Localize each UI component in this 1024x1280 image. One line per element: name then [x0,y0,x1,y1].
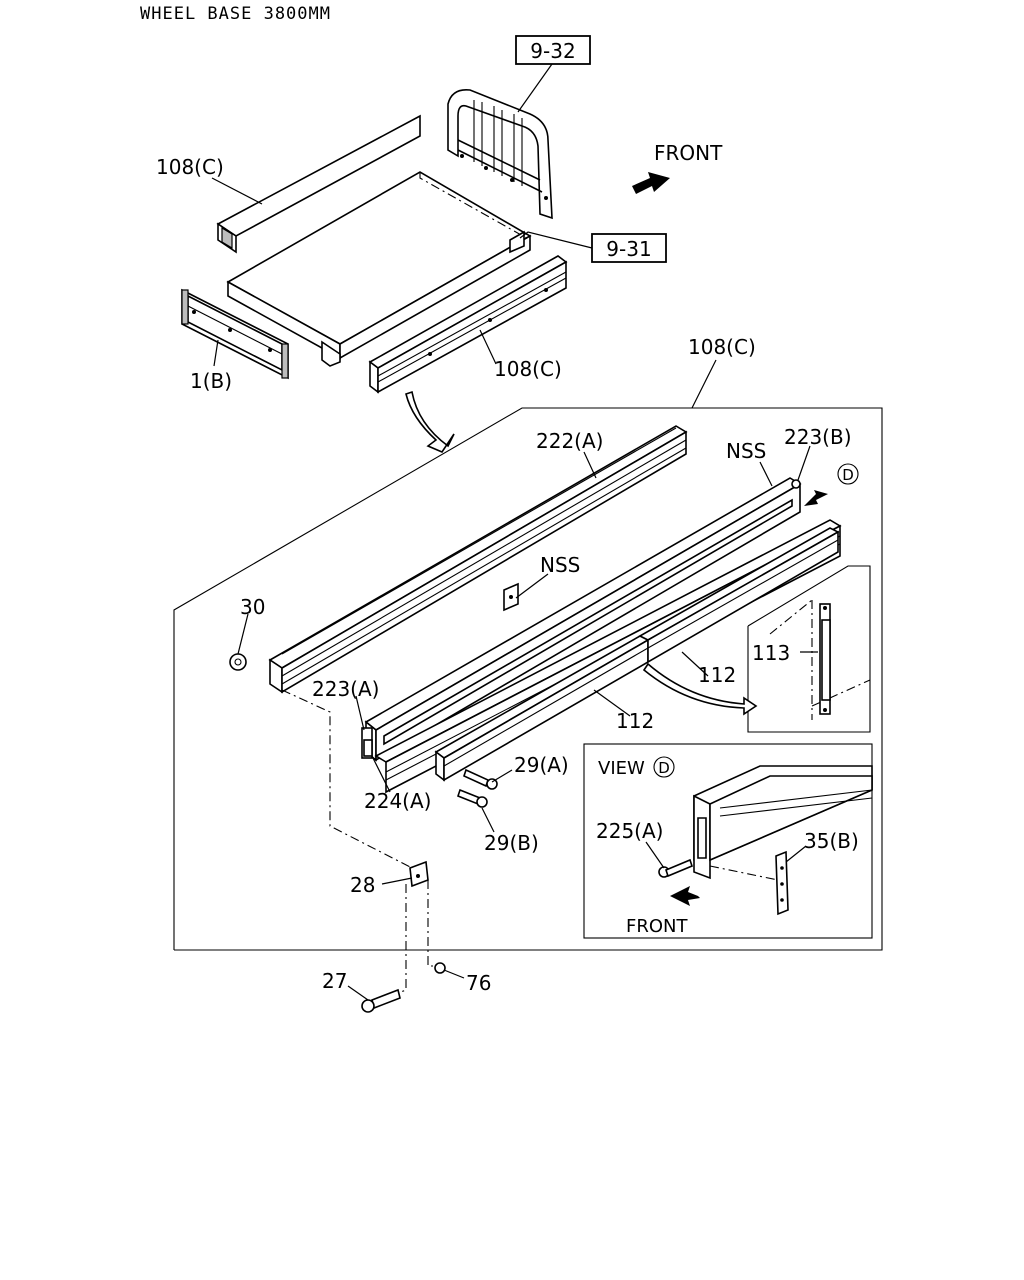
label-front-view: FRONT [626,916,688,937]
label-223a: 223(A) [312,677,379,701]
front-arrow-icon [632,172,670,194]
label-222a: 222(A) [536,429,603,453]
pin-27 [361,988,401,1013]
label-113: 113 [752,641,790,665]
bracket-28 [409,860,429,888]
side-panel-right-lower [368,255,568,394]
panel-112-lower [434,527,840,782]
label-108c-callout: 108(C) [688,335,756,359]
tail-gate [181,288,289,380]
detail-113-box [642,565,871,733]
label-28: 28 [350,873,375,897]
label-30: 30 [240,595,265,619]
bolt-29b [457,788,488,808]
view-d-arrow-icon [804,490,828,506]
hinge-bracket [361,727,373,759]
label-27: 27 [322,969,347,993]
label-76: 76 [466,971,491,995]
label-108c-left: 108(C) [156,155,224,179]
side-panel-left-upper [216,114,421,254]
diagram-title: WHEEL BASE 3800MM [140,4,331,24]
label-108c-bottom: 108(C) [494,357,562,381]
truck-body-assembly [181,88,670,453]
nut-30 [229,653,247,671]
label-112-right: 112 [698,663,736,687]
label-view-title: VIEW [598,758,645,779]
label-223b: 223(B) [784,425,852,449]
view-d-marker: D [842,466,854,484]
panel-222a [268,425,688,694]
detail-arrow [405,390,455,453]
hinge-callout-line [281,689,417,871]
cap-223b [791,479,801,489]
label-35b: 35(B) [804,829,859,853]
ref-box-9-32 [515,35,591,65]
floor-platform [226,171,532,367]
label-112-bottom: 112 [616,709,654,733]
exploded-view-boundary [173,407,883,951]
label-29b: 29(B) [484,831,539,855]
leader-lines [211,63,818,1001]
ref-box-9-31 [591,233,667,263]
washer-76 [434,962,446,974]
front-header-panel [447,88,553,220]
ref-label-9-32: 9-32 [530,39,575,63]
view-d-box [583,743,873,939]
label-1b: 1(B) [190,369,232,393]
view-d-marker-circle [837,463,859,485]
ref-label-9-31: 9-31 [606,237,651,261]
label-front-top: FRONT [654,141,723,165]
label-nss-top: NSS [726,439,766,463]
label-nss-mid: NSS [540,553,580,577]
bolt-29a [463,768,498,790]
label-224a: 224(A) [364,789,431,813]
view-title-marker-circle [653,756,675,778]
label-225a: 225(A) [596,819,663,843]
label-29a: 29(A) [514,753,569,777]
view-title-marker: D [658,759,670,777]
panel-nss-frame [364,477,802,762]
view-front-arrow-icon [670,886,700,906]
